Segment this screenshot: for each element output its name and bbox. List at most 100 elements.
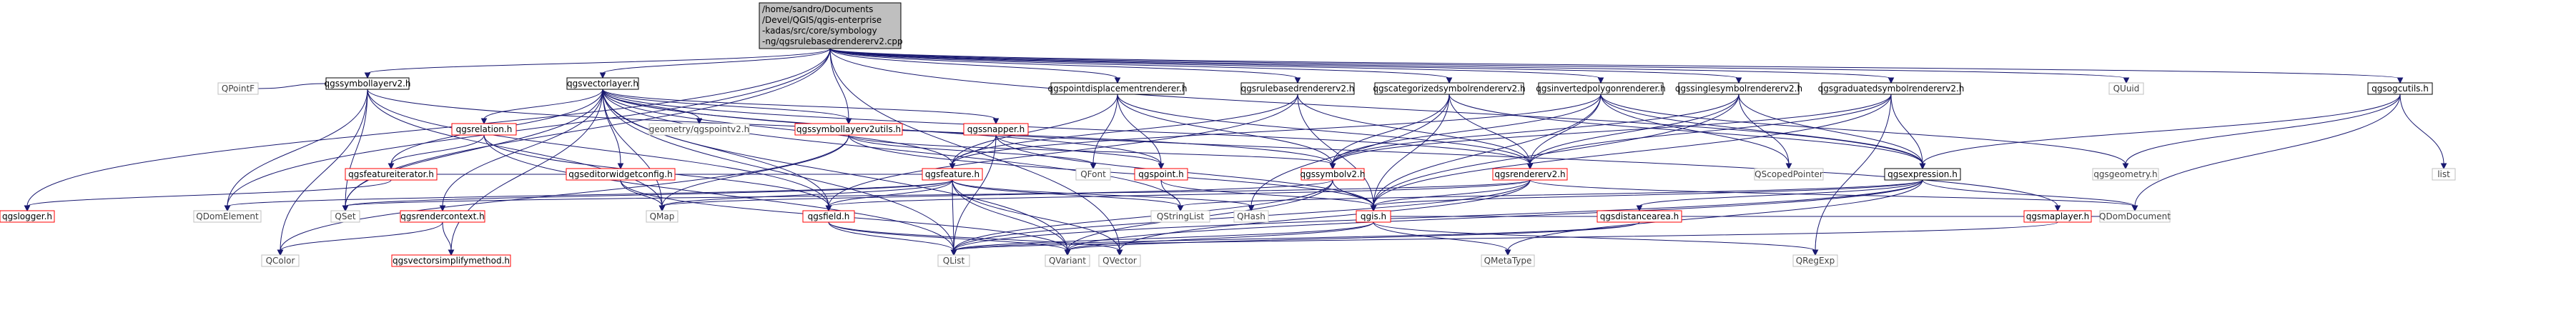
node-qgsgraduated[interactable]: qgsgraduatedsymbolrendererv2.h [1818, 82, 1965, 95]
node-label: QVariant [1049, 256, 1086, 266]
node-qgsdistancearea[interactable]: qgsdistancearea.h [1597, 210, 1682, 223]
node-qgis[interactable]: qgis.h [1356, 210, 1391, 223]
node-box [937, 254, 970, 267]
dependency-edge [280, 221, 443, 251]
node-label: QUuid [2113, 84, 2140, 94]
node-qgsrendercontext[interactable]: qgsrendercontext.h [400, 210, 485, 223]
dependency-edge [345, 89, 603, 207]
node-qvariant: QVariant [1045, 254, 1090, 267]
dependency-edge [829, 48, 1739, 79]
dependency-arrowhead [364, 72, 371, 79]
node-box[interactable] [794, 123, 903, 136]
dependency-arrowhead [388, 163, 395, 170]
node-box[interactable] [325, 77, 410, 90]
node-qgspoint[interactable]: qgspoint.h [1134, 168, 1188, 181]
node-qgspointdisplacement[interactable]: qgspointdisplacementrenderer.h [1048, 82, 1188, 95]
dependency-edge [1332, 179, 1374, 207]
dependency-edge [829, 48, 1892, 79]
node-qregexp: QRegExp [1792, 254, 1838, 267]
node-box[interactable] [400, 210, 485, 223]
node-box[interactable] [1050, 82, 1185, 95]
node-qgsogcutils[interactable]: qgsogcutils.h [2367, 82, 2433, 95]
node-box[interactable] [802, 210, 855, 223]
node-label: qgsrendererv2.h [1494, 169, 1565, 179]
node-box[interactable] [391, 254, 511, 267]
dependency-arrowhead [2440, 163, 2447, 170]
node-qgsrelation[interactable]: qgsrelation.h [451, 123, 517, 136]
node-box[interactable] [566, 77, 639, 90]
dependency-edge [1815, 94, 1892, 251]
node-label: QRegExp [1796, 256, 1835, 266]
dependency-edge [828, 179, 1531, 207]
dependency-edge [995, 134, 1162, 165]
node-qgseditorwidgetconfig[interactable]: qgseditorwidgetconfig.h [566, 168, 676, 181]
dependency-edge [602, 89, 954, 251]
node-qgsmaplayer[interactable]: qgsmaplayer.h [2023, 210, 2092, 223]
node-qgssymbollayerv2utils[interactable]: qgssymbollayerv2utils.h [794, 123, 903, 136]
node-box [2099, 210, 2171, 223]
node-qgsfeature[interactable]: qgsfeature.h [922, 168, 983, 181]
node-box[interactable] [1374, 82, 1524, 95]
node-qgsrulebasedrendererv2[interactable]: qgsrulebasedrendererv2.h [1240, 82, 1355, 95]
node-box[interactable] [1356, 210, 1391, 223]
node-qcolor: QColor [261, 254, 300, 267]
node-box[interactable] [1884, 168, 1961, 181]
node-label: qgsfeatureiterator.h [348, 169, 434, 179]
node-box[interactable] [1240, 82, 1355, 95]
node-label: qgsfeature.h [925, 169, 979, 179]
root-file-node: /home/sandro/Documents/Devel/QGIS/qgis-e… [759, 2, 903, 49]
dependency-edge [829, 48, 1118, 79]
dependency-edge [483, 89, 603, 120]
dependency-arrowhead [1446, 77, 1453, 84]
dependency-edge [1529, 94, 1739, 165]
node-box[interactable] [1301, 168, 1365, 181]
node-box[interactable] [1821, 82, 1961, 95]
node-box[interactable] [0, 210, 55, 223]
dependency-edge [450, 89, 603, 251]
node-qgsfield[interactable]: qgsfield.h [802, 210, 855, 223]
node-qgsexpression[interactable]: qgsexpression.h [1884, 168, 1961, 181]
dependency-edge [1067, 179, 1923, 251]
node-qgsvectorsimplifymethod[interactable]: qgsvectorsimplifymethod.h [391, 254, 511, 267]
node-qgslogger[interactable]: qgslogger.h [0, 210, 55, 223]
node-qgssingle[interactable]: qgssinglesymbolrendererv2.h [1675, 82, 1802, 95]
node-box[interactable] [2367, 82, 2433, 95]
node-box[interactable] [566, 168, 676, 181]
dependency-edge [1117, 94, 1531, 165]
node-qgsfeatureiterator[interactable]: qgsfeatureiterator.h [345, 168, 438, 181]
node-qgsrendererv2[interactable]: qgsrendererv2.h [1492, 168, 1568, 181]
node-label: QList [943, 256, 965, 266]
node-label: QMap [650, 211, 675, 221]
root-file-path-line: /Devel/QGIS/qgis-enterprise [762, 15, 882, 25]
node-box[interactable] [963, 123, 1029, 136]
node-box[interactable] [2023, 210, 2092, 223]
node-box[interactable] [451, 123, 517, 136]
node-box[interactable] [1538, 82, 1664, 95]
node-label: qgsgeometry.h [2093, 169, 2157, 179]
dependency-arrowhead [1887, 77, 1895, 84]
dependency-arrowhead [949, 163, 956, 170]
node-qgsinverted[interactable]: qgsinvertedpolygonrenderer.h [1536, 82, 1666, 95]
node-box [1098, 254, 1141, 267]
dependency-edge [1373, 221, 1509, 251]
node-box[interactable] [1492, 168, 1568, 181]
dependency-arrowhead [2054, 205, 2061, 212]
node-box [330, 210, 360, 223]
node-box[interactable] [1678, 82, 1800, 95]
node-qgssymbollayerv2[interactable]: qgssymbollayerv2.h [324, 77, 411, 90]
dependency-edge [442, 89, 603, 207]
node-box[interactable] [1597, 210, 1682, 223]
node-box[interactable] [1134, 168, 1188, 181]
node-qgscategorized[interactable]: qgscategorizedsymbolrendererv2.h [1373, 82, 1526, 95]
node-qgssnapper[interactable]: qgssnapper.h [963, 123, 1029, 136]
node-qgssymbolv2[interactable]: qgssymbolv2.h [1301, 168, 1366, 181]
dependency-edge [1332, 94, 1450, 165]
node-qgsvectorlayer[interactable]: qgsvectorlayer.h [566, 77, 639, 90]
node-box[interactable] [345, 168, 438, 181]
dependency-edge [1160, 179, 1181, 207]
node-label: qgsexpression.h [1887, 169, 1958, 179]
node-box[interactable] [922, 168, 983, 181]
dependency-arrowhead [1504, 249, 1511, 256]
dependency-edge [602, 89, 997, 120]
dependency-edge [345, 179, 953, 207]
